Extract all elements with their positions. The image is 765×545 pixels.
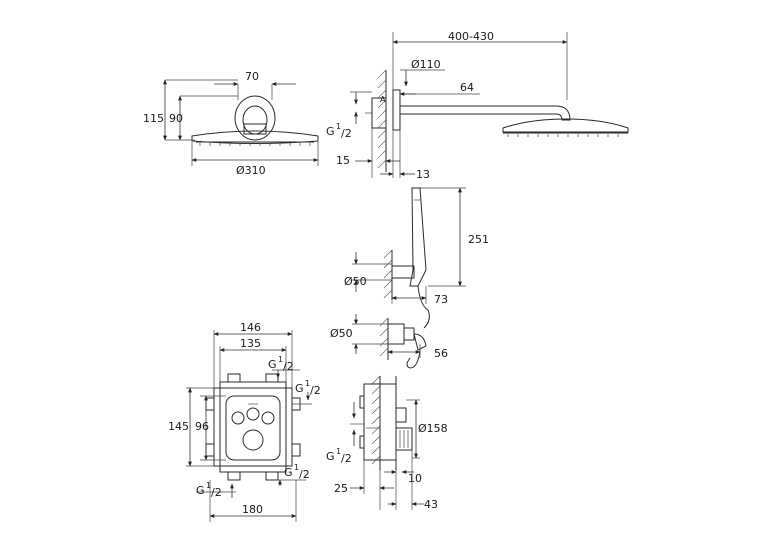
dim-head-width: 70: [245, 70, 259, 83]
dim-wall-15: 15: [336, 154, 350, 167]
dim-box-width-146: 146: [240, 321, 261, 334]
dim-holder-diameter: Ø50: [344, 275, 367, 288]
dim-box-thread-tr-g: G: [268, 358, 277, 371]
dim-valve-43: 43: [424, 498, 438, 511]
dim-box-thread-r-num: 1: [305, 379, 310, 388]
dim-valve-thread-num: 1: [336, 447, 341, 456]
dim-box-thread-tr-num: 1: [278, 355, 283, 364]
dim-valve-thread-g: G: [326, 450, 335, 463]
dim-arm-thread-den: /2: [341, 127, 352, 140]
dim-holder-depth: 73: [434, 293, 448, 306]
dim-box-thread-r-g: G: [295, 382, 304, 395]
dim-outlet-diameter: Ø50: [330, 327, 353, 340]
dim-box-width-180: 180: [242, 503, 263, 516]
dim-outlet-depth: 56: [434, 347, 448, 360]
dim-box-width-135: 135: [240, 337, 261, 350]
dim-head-height-90: 90: [169, 112, 183, 125]
dim-flange-diameter: Ø110: [411, 58, 441, 71]
dim-arm-reach: 400-430: [448, 30, 494, 43]
dim-head-diameter: Ø310: [236, 164, 266, 177]
marker-a: A: [380, 95, 386, 104]
dim-box-thread-r-den: /2: [310, 384, 321, 397]
dim-valve-diameter: Ø158: [418, 422, 448, 435]
mixer-side-view: Ø158 G 1 /2 25 10 43: [326, 375, 448, 511]
dim-box-height-96: 96: [195, 420, 209, 433]
dim-valve-25: 25: [334, 482, 348, 495]
dim-box-thread-br-num: 1: [294, 463, 299, 472]
mixer-box-front-view: 146 135 145 96 180: [168, 321, 321, 522]
dim-box-height-145: 145: [168, 420, 189, 433]
head-shower-front-view: 70 115 90 Ø310: [143, 70, 319, 177]
dim-box-thread-bl-den: /2: [211, 486, 222, 499]
dim-holder-length: 251: [468, 233, 489, 246]
dim-box-thread-tr-den: /2: [283, 360, 294, 373]
dim-valve-thread-den: /2: [341, 452, 352, 465]
wall-outlet-view: Ø50 56: [330, 314, 448, 369]
dim-wall-13: 13: [416, 168, 430, 181]
dim-head-height-115: 115: [143, 112, 164, 125]
hand-shower-holder-view: 251 Ø50 73: [344, 187, 489, 329]
dim-arm-thread-num: 1: [336, 122, 341, 131]
dim-box-thread-br-den: /2: [299, 468, 310, 481]
dim-box-thread-bl-g: G: [196, 484, 205, 497]
wall-arm-side-view: 400-430 A Ø110 64: [326, 30, 629, 181]
dim-box-thread-bl-num: 1: [206, 481, 211, 490]
dim-arm-thread-g: G: [326, 125, 335, 138]
dim-valve-10: 10: [408, 472, 422, 485]
dim-arm-offset: 64: [460, 81, 474, 94]
dim-box-thread-br-g: G: [284, 466, 293, 479]
